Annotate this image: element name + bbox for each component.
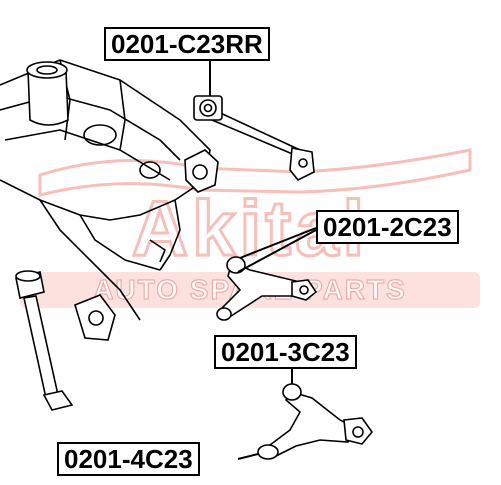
leader-upper-arm-a bbox=[239, 227, 317, 259]
knuckle-mount bbox=[184, 149, 219, 193]
top-mount bbox=[26, 61, 69, 126]
shock-absorber bbox=[15, 270, 74, 411]
label-lower-arm-upper-bush: 0201-3C23 bbox=[214, 335, 357, 369]
leader-lower-arm-lower bbox=[237, 453, 259, 460]
leader-lines bbox=[209, 61, 317, 460]
watermark-swoosh bbox=[38, 148, 472, 197]
label-lower-arm-lower-bush: 0201-4C23 bbox=[57, 442, 200, 476]
upper-arm-part bbox=[216, 256, 318, 321]
lower-arm-part bbox=[257, 383, 374, 460]
label-upper-arm: 0201-2C23 bbox=[316, 210, 459, 244]
leader-upper-arm-b bbox=[237, 229, 317, 273]
rear-tie-rod-part bbox=[193, 95, 315, 182]
lower-bracket bbox=[74, 294, 116, 341]
label-rear-tie-rod: 0201-C23RR bbox=[104, 27, 270, 61]
